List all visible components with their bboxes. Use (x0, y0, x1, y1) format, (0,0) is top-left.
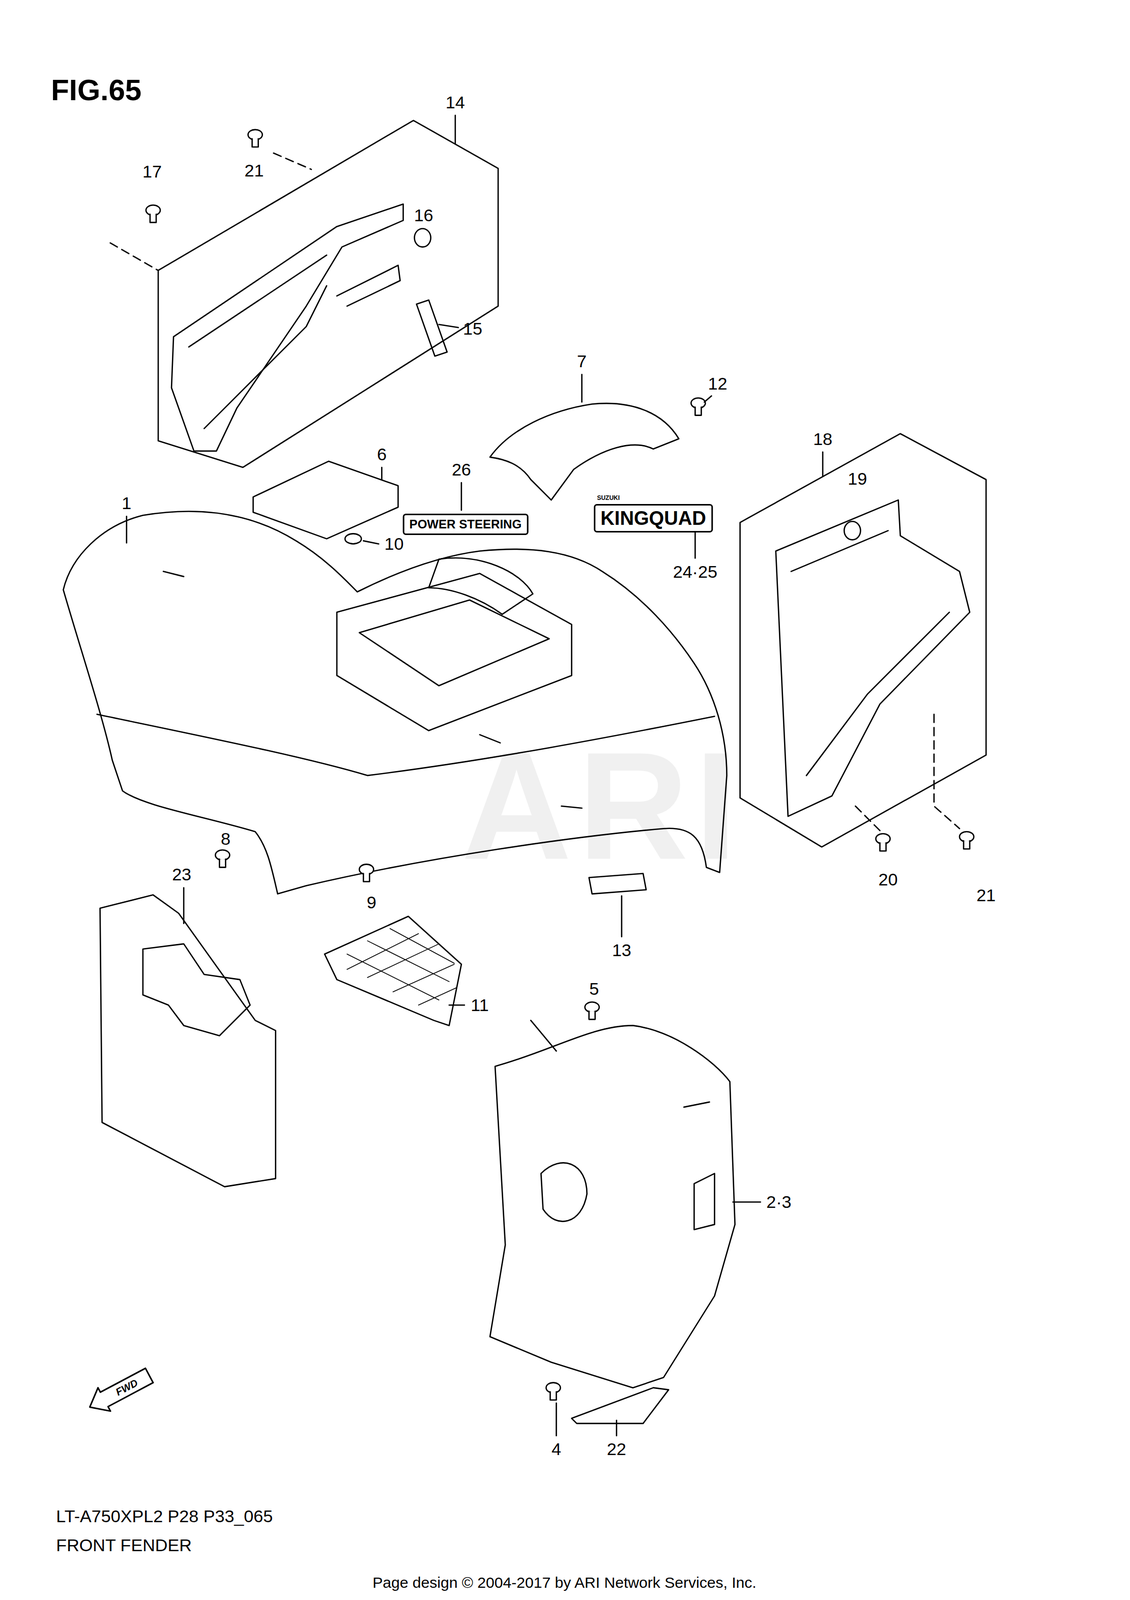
grille-mesh (346, 929, 457, 1006)
model-code: LT-A750XPL2 P28 P33_065 (55, 1508, 273, 1526)
callout-number: 13 (612, 941, 632, 960)
fastener (959, 831, 974, 850)
dashed-leader (110, 153, 312, 271)
inner-fender (489, 1025, 736, 1388)
cushion (344, 533, 362, 544)
grommet (844, 521, 861, 540)
grille (324, 916, 462, 1027)
callout-number: 12 (707, 374, 728, 393)
callout-number: 20 (878, 871, 898, 889)
callout-number: 26 (451, 460, 472, 479)
fastener (545, 1383, 561, 1401)
callout-number: 24·25 (673, 562, 718, 581)
grommet (414, 228, 431, 247)
cover-cap (489, 403, 679, 501)
decal-brand: SUZUKI (596, 495, 620, 502)
fastener (146, 205, 161, 223)
cushion (416, 300, 448, 357)
callout-number: 19 (847, 470, 867, 488)
callout-number: 7 (576, 352, 587, 370)
inner-fender-detail (530, 1020, 715, 1230)
direction-arrow (83, 1364, 156, 1419)
callout-number: 22 (606, 1440, 627, 1459)
watermark: ARI (461, 730, 744, 884)
callout-number: 16 (414, 206, 434, 224)
side-cover-detail (188, 255, 400, 429)
callout-number: 11 (470, 996, 489, 1014)
side-cover-detail (791, 530, 950, 776)
fastener (248, 129, 263, 148)
callout-number: 9 (366, 893, 377, 912)
callout-number: 4 (551, 1440, 562, 1459)
callout-number: 23 (171, 865, 192, 884)
dashed-leader (855, 714, 960, 831)
panel-cutout (142, 944, 251, 1037)
fender-pocket (336, 573, 572, 732)
callout-number: 21 (244, 161, 265, 180)
caption: FRONT FENDER (55, 1537, 192, 1555)
side-cover (171, 204, 403, 452)
callout-number: 14 (445, 93, 466, 111)
leader-line (126, 115, 823, 1437)
callout-number: 5 (589, 980, 599, 998)
fastener (215, 850, 230, 868)
fastener (690, 398, 706, 416)
fender-opening (428, 558, 534, 615)
callout-number: 1 (121, 494, 132, 512)
fender-pocket (359, 600, 549, 687)
callout-number: 6 (377, 445, 387, 463)
figure-title: FIG.65 (50, 75, 142, 105)
lid (253, 461, 399, 539)
direction-label: FWD (113, 1377, 140, 1398)
callout-number: 15 (462, 320, 483, 338)
callout-number: 8 (220, 830, 231, 848)
fastener (875, 833, 890, 852)
callout-number: 2·3 (766, 1193, 792, 1211)
side-cover (775, 500, 970, 817)
decal-text: KINGQUAD (593, 504, 713, 533)
panel (100, 895, 276, 1188)
callout-number: 21 (976, 886, 996, 904)
group-box (740, 433, 987, 848)
group-box (158, 120, 499, 468)
callout-number: 18 (813, 430, 833, 448)
fastener (359, 864, 374, 882)
decal-text: POWER STEERING (402, 513, 529, 536)
callout-number: 10 (384, 535, 404, 553)
copyright: Page design © 2004-2017 by ARI Network S… (372, 1575, 757, 1591)
fastener (585, 1002, 600, 1020)
callout-number: 17 (142, 162, 162, 181)
guard-strip (571, 1388, 670, 1425)
